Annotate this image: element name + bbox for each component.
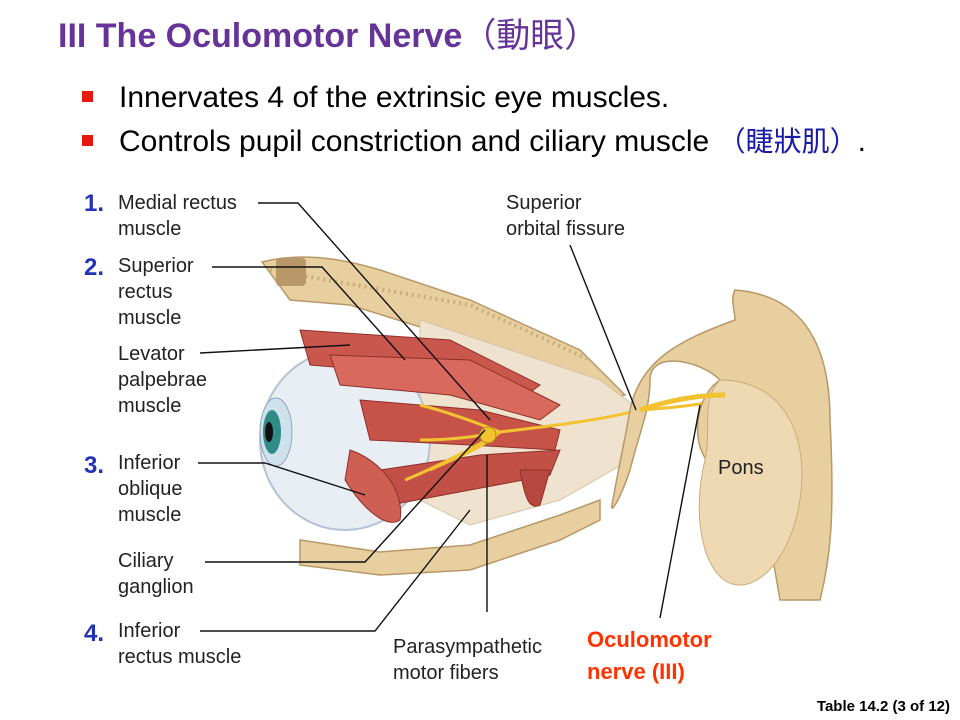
bullet-chinese: （睫狀肌） bbox=[717, 125, 858, 158]
table-caption: Table 14.2 (3 of 12) bbox=[816, 698, 950, 715]
orbit-roof-dots bbox=[269, 268, 591, 362]
bullet-square-icon bbox=[82, 135, 93, 146]
bullet-text: Innervates 4 of the extrinsic eye muscle… bbox=[119, 81, 670, 114]
label-parasympathetic-fibers: Parasympathetic motor fibers bbox=[393, 636, 542, 684]
pupil bbox=[265, 422, 273, 442]
label-superior-rectus: Superior rectus muscle bbox=[118, 255, 194, 329]
bullet-text: Controls pupil constriction and ciliary … bbox=[119, 125, 718, 158]
ciliary-ganglion-shape bbox=[479, 426, 497, 444]
leader-lines bbox=[198, 202, 701, 632]
label-levator-palpebrae: Levator palpebrae muscle bbox=[118, 343, 207, 417]
number-3: 3. bbox=[84, 452, 105, 479]
pons-shape bbox=[698, 379, 803, 586]
slide-title: III The Oculomotor Nerve（動眼） bbox=[58, 8, 598, 57]
number-4: 4. bbox=[84, 620, 105, 647]
label-oculomotor-nerve: Oculomotor nerve (III) bbox=[587, 627, 712, 684]
number-1: 1. bbox=[84, 190, 105, 217]
number-2: 2. bbox=[84, 254, 105, 281]
muscle-ribbon bbox=[519, 469, 551, 507]
label-inferior-rectus: Inferior rectus muscle bbox=[118, 620, 242, 668]
inferior-oblique-shape bbox=[344, 449, 402, 523]
title-text: III The Oculomotor Nerve bbox=[58, 17, 463, 55]
label-ciliary-ganglion: Ciliary ganglion bbox=[118, 550, 194, 598]
bullet-square-icon bbox=[82, 91, 93, 102]
label-superior-orbital-fissure: Superior orbital fissure bbox=[506, 192, 625, 240]
title-chinese: （動眼） bbox=[462, 16, 599, 56]
superior-rectus-shape bbox=[329, 354, 561, 421]
orbit-roof-notch bbox=[276, 258, 306, 286]
bullet-tail: . bbox=[857, 125, 866, 158]
label-inferior-oblique: Inferior oblique muscle bbox=[118, 452, 183, 526]
label-medial-rectus: Medial rectus muscle bbox=[118, 192, 237, 240]
oculomotor-nerve-shape bbox=[639, 392, 726, 413]
label-pons: Pons bbox=[718, 457, 764, 479]
